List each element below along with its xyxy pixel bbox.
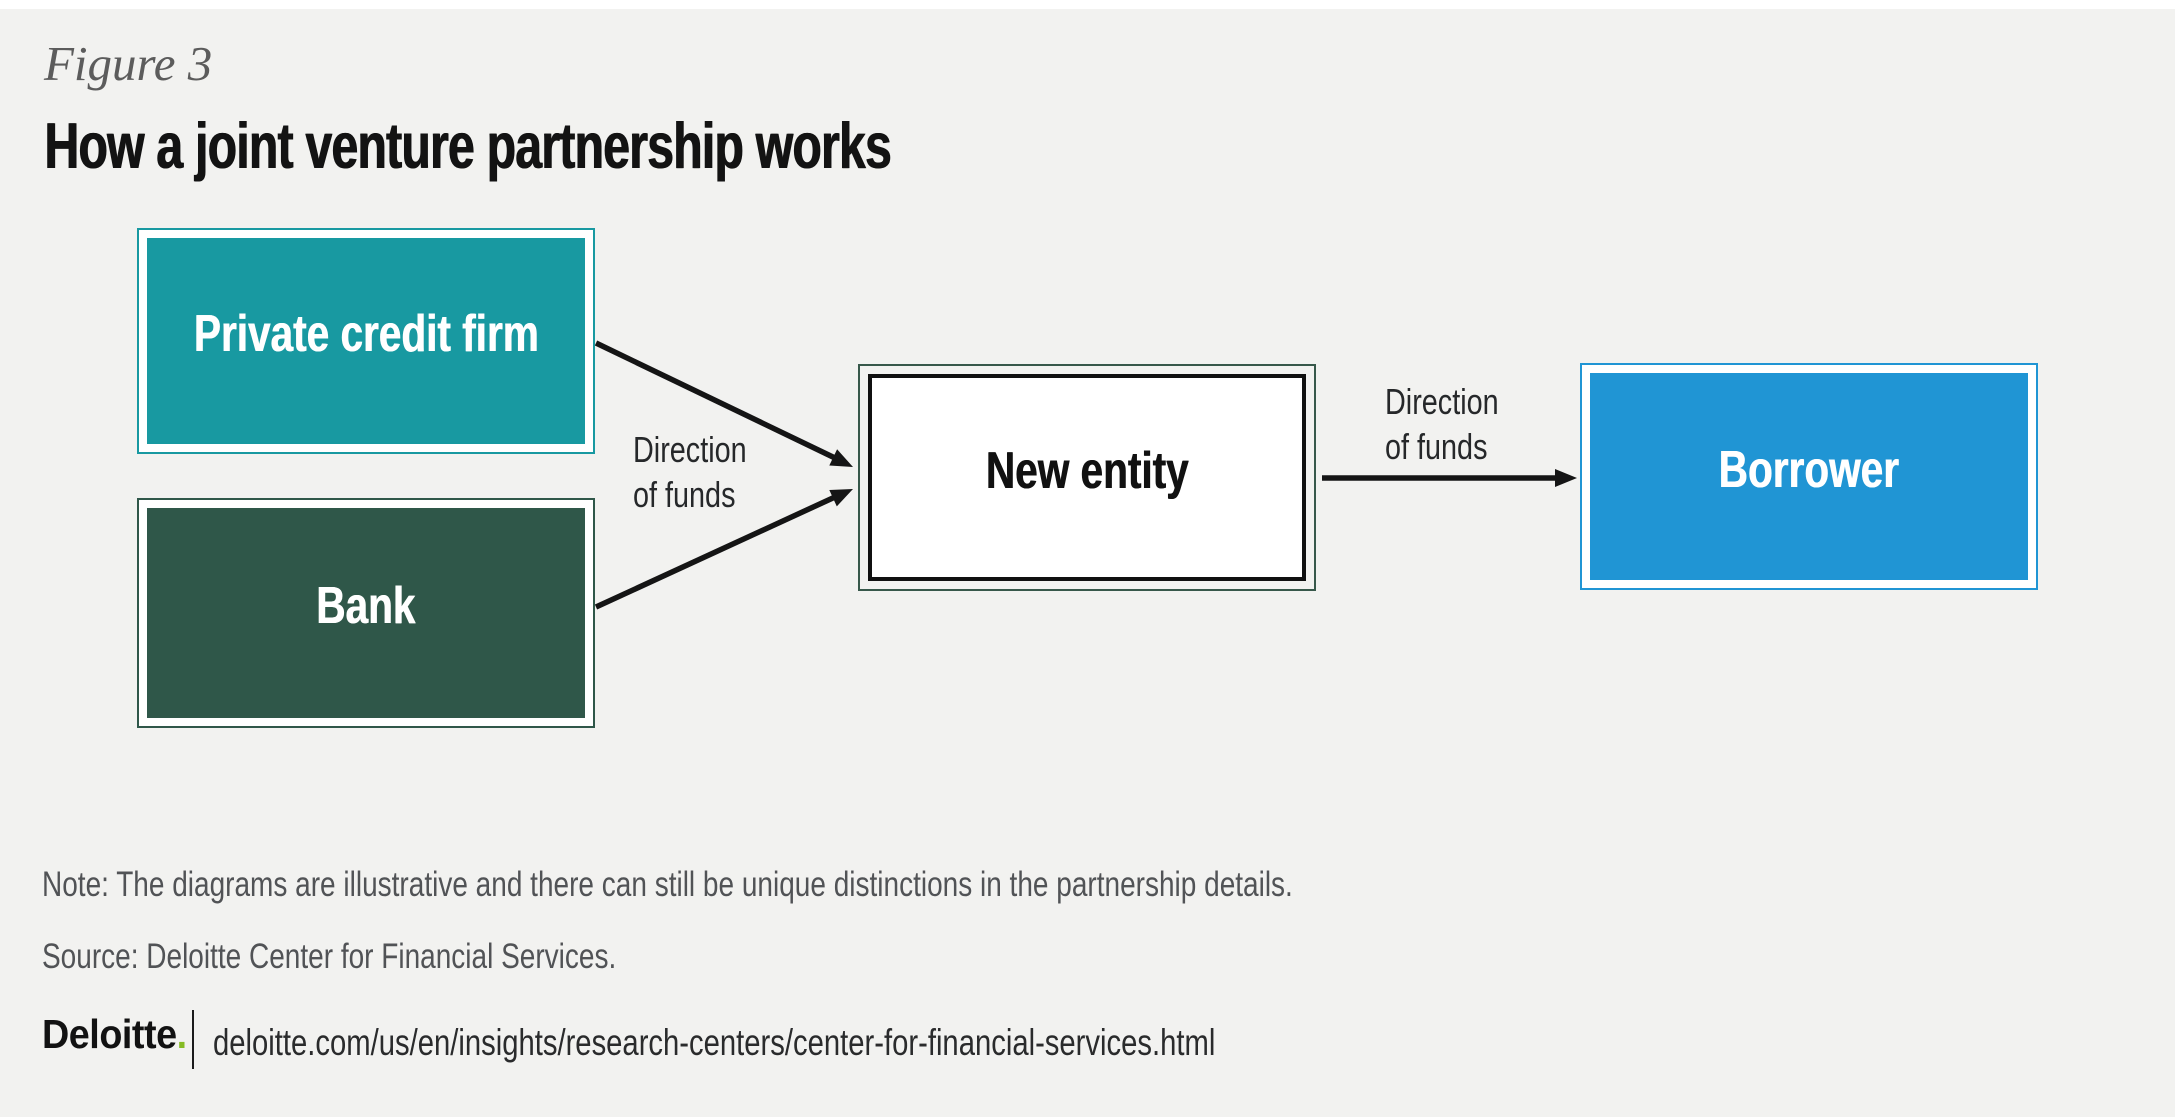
note-text: Note: The diagrams are illustrative and … [42,865,1293,904]
entity-fill-new-entity: New entity [868,374,1306,581]
entity-label-borrower: Borrower [1718,440,1900,499]
entity-label-private-credit-firm: Private credit firm [193,305,539,363]
direction-of-funds-label-right: Direction of funds [1385,381,1499,467]
entity-label-new-entity: New entity [985,441,1189,500]
direction-of-funds-label-left: Direction of funds [633,429,747,515]
footer-url: deloitte.com/us/en/insights/research-cen… [213,1022,1216,1063]
entity-box-private-credit-firm: Private credit firm [137,228,595,454]
deloitte-logo: Deloitte. [42,1014,187,1055]
deloitte-green-dot: . [176,1011,187,1057]
top-white-strip [0,0,2175,9]
source-text: Source: Deloitte Center for Financial Se… [42,937,617,976]
entity-box-new-entity: New entity [858,364,1316,591]
figure-label: Figure 3 [44,36,213,91]
entity-fill-borrower: Borrower [1590,373,2028,580]
deloitte-wordmark: Deloitte [42,1011,177,1057]
entity-box-bank: Bank [137,498,595,728]
entity-label-bank: Bank [316,577,416,635]
arrow-new-entity-to-borrower [1322,469,1577,487]
page-title: How a joint venture partnership works [44,109,891,182]
entity-fill-bank: Bank [147,508,585,718]
footer-divider [192,1010,194,1069]
entity-fill-private-credit-firm: Private credit firm [147,238,585,444]
entity-box-borrower: Borrower [1580,363,2038,590]
